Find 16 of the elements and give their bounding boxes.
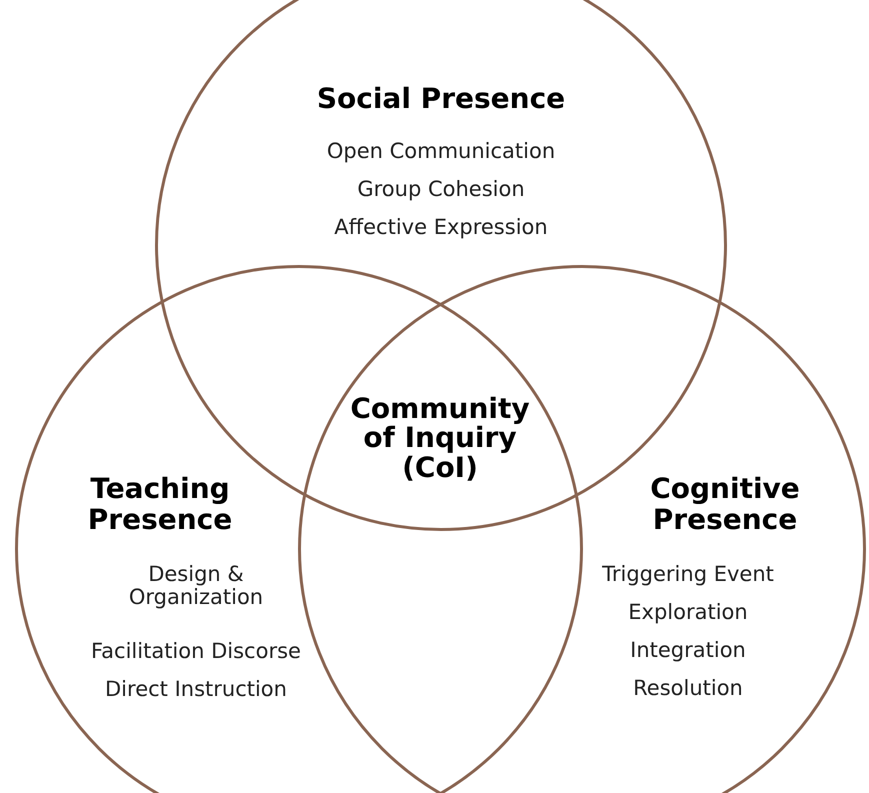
- list-item: Resolution: [632, 677, 744, 700]
- list-item: Open Communication: [326, 140, 556, 164]
- list-item: Triggering Event: [601, 563, 775, 586]
- circle-heading: Social Presence: [316, 84, 566, 115]
- center-label: Community of Inquiry (CoI): [349, 394, 531, 482]
- list-item: Facilitation Discorse: [90, 640, 302, 664]
- list-item: Integration: [629, 639, 747, 662]
- list-item: Exploration: [627, 601, 749, 624]
- venn-circle: [15, 265, 583, 793]
- list-item: Group Cohesion: [356, 178, 526, 202]
- circle-heading: Teaching Presence: [86, 474, 234, 536]
- venn-circle: [298, 265, 866, 793]
- circle-heading: Cognitive Presence: [649, 474, 801, 536]
- list-item: Design & Organization: [128, 563, 264, 610]
- list-item: Affective Expression: [333, 216, 549, 240]
- list-item: Direct Instruction: [104, 678, 288, 702]
